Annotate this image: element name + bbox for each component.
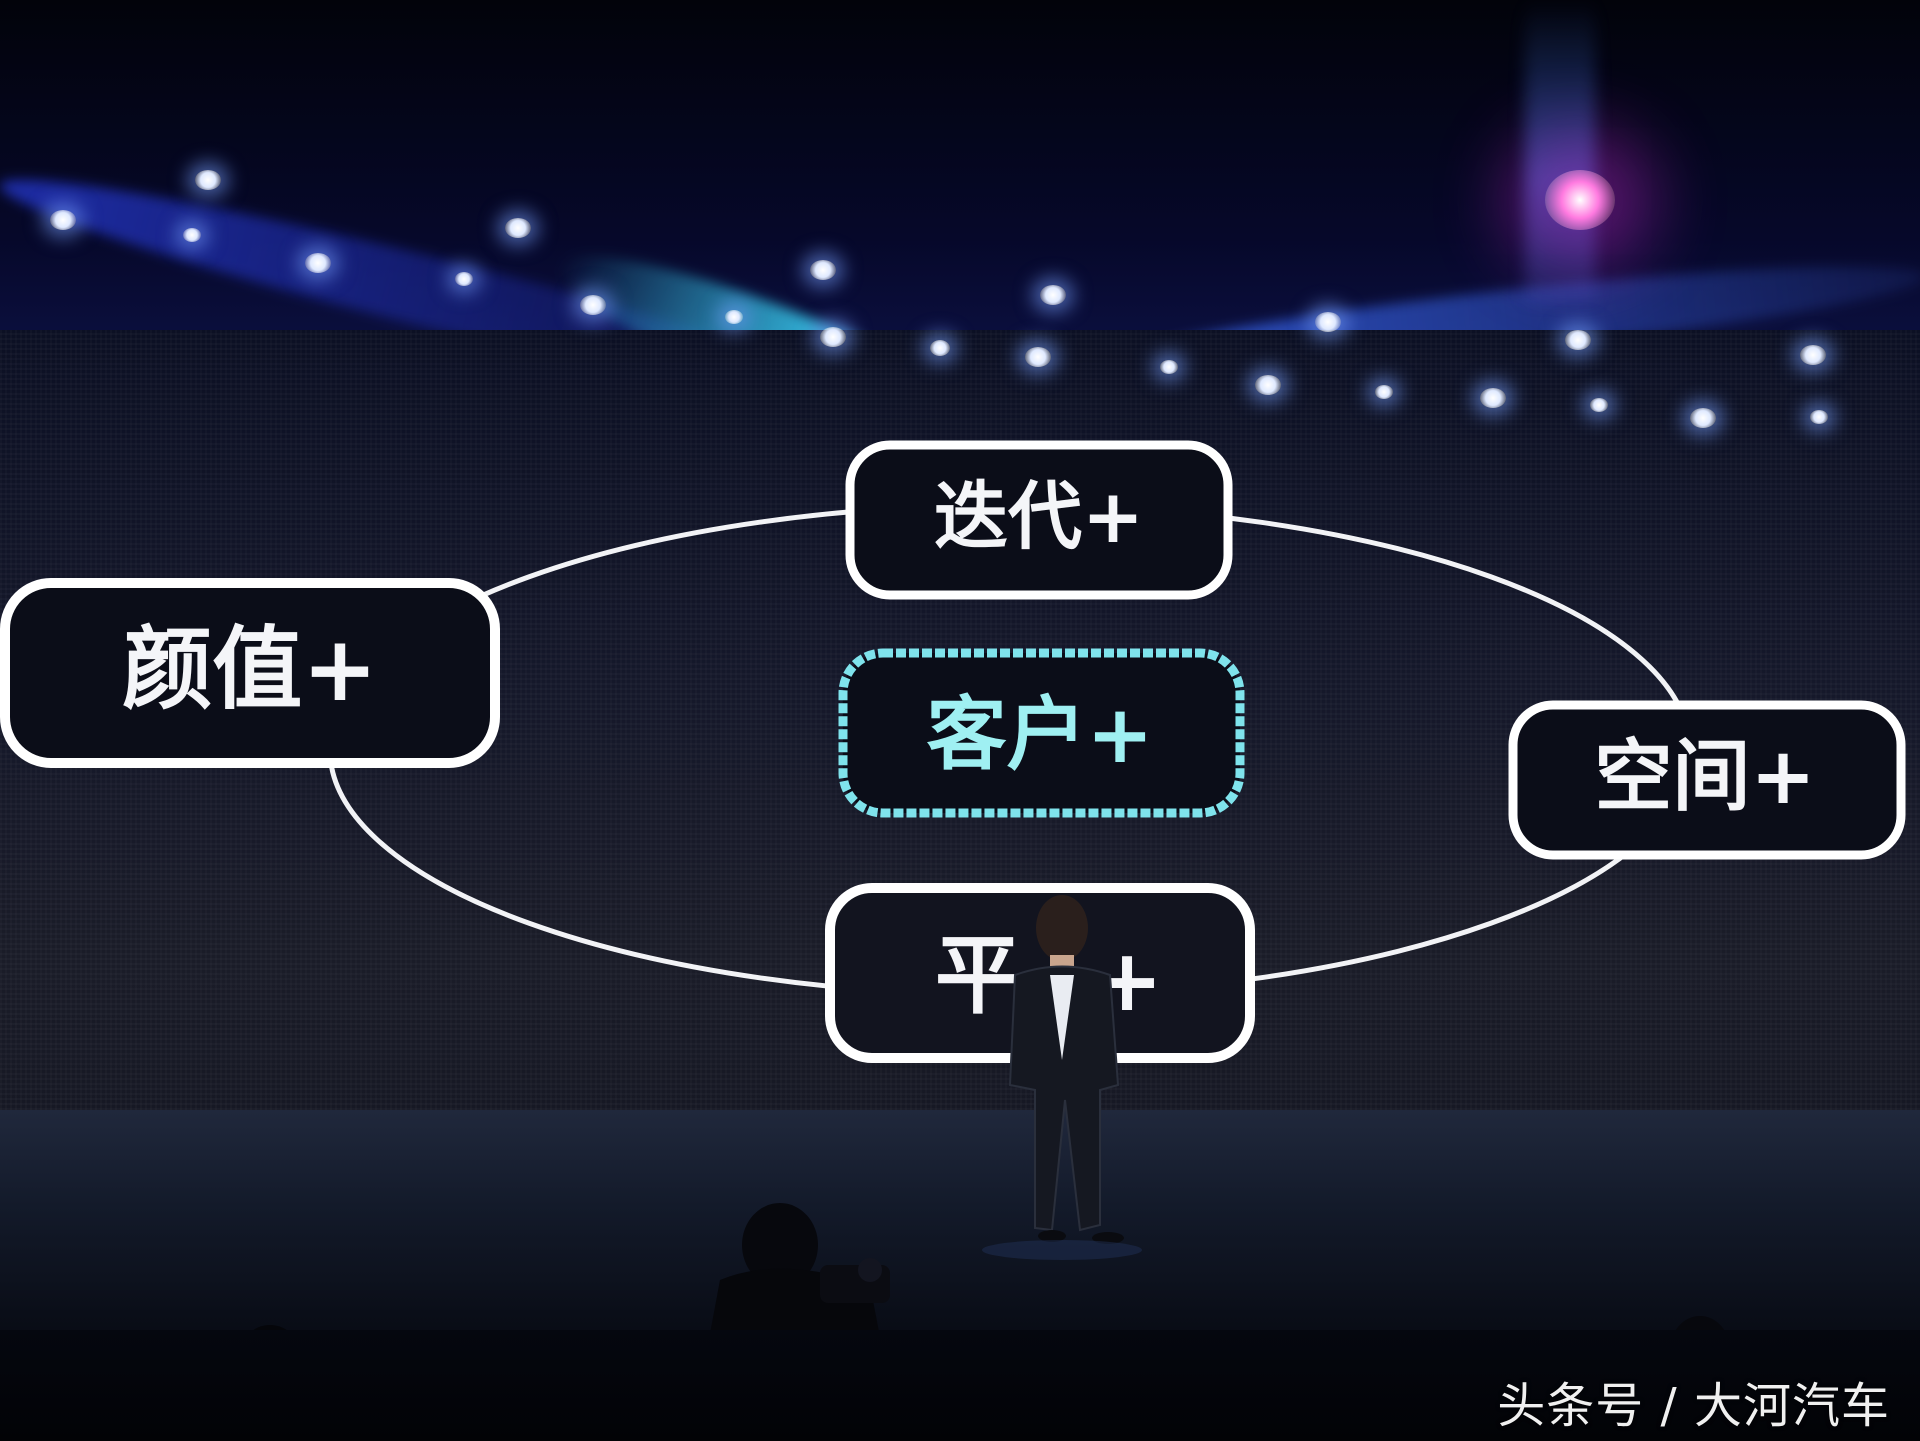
spotlight — [1025, 347, 1051, 367]
spotlight — [1160, 360, 1178, 374]
spotlight — [1810, 410, 1828, 424]
spotlight — [1315, 312, 1341, 332]
spotlight — [820, 327, 846, 347]
magenta-spotlight — [1545, 170, 1615, 230]
spotlight — [1800, 345, 1826, 365]
spotlight — [580, 295, 606, 315]
spotlight — [305, 253, 331, 273]
spotlight — [1565, 330, 1591, 350]
node-bottom-left-char: 平 — [935, 926, 1021, 1026]
node-top: 迭代+ — [845, 440, 1233, 600]
spotlight — [1590, 398, 1608, 412]
stage-floor — [0, 1110, 1920, 1350]
node-center: 客户+ — [838, 648, 1245, 818]
spotlight — [505, 218, 531, 238]
spotlight — [1690, 408, 1716, 428]
node-center-label: 客户+ — [926, 688, 1153, 781]
spotlight — [810, 260, 836, 280]
node-right: 空间+ — [1508, 700, 1906, 860]
spotlight — [725, 310, 743, 324]
node-right-label: 空间+ — [1594, 732, 1815, 822]
spotlight — [1040, 285, 1066, 305]
spotlight — [50, 210, 76, 230]
spotlight — [195, 170, 221, 190]
spotlight — [1480, 388, 1506, 408]
spotlight — [930, 340, 950, 356]
spotlight — [455, 272, 473, 286]
node-top-label: 迭代+ — [934, 474, 1144, 560]
pillar-light — [1525, 0, 1595, 300]
node-left: 颜值+ — [0, 578, 500, 768]
node-left-label: 颜值+ — [122, 617, 377, 722]
spotlight — [1255, 375, 1281, 395]
spotlight — [1375, 385, 1393, 399]
audience-area — [0, 1330, 1920, 1441]
watermark-text: 头条号 / 大河汽车 — [1497, 1378, 1890, 1434]
spotlight — [183, 228, 201, 242]
presenter — [982, 895, 1142, 1260]
